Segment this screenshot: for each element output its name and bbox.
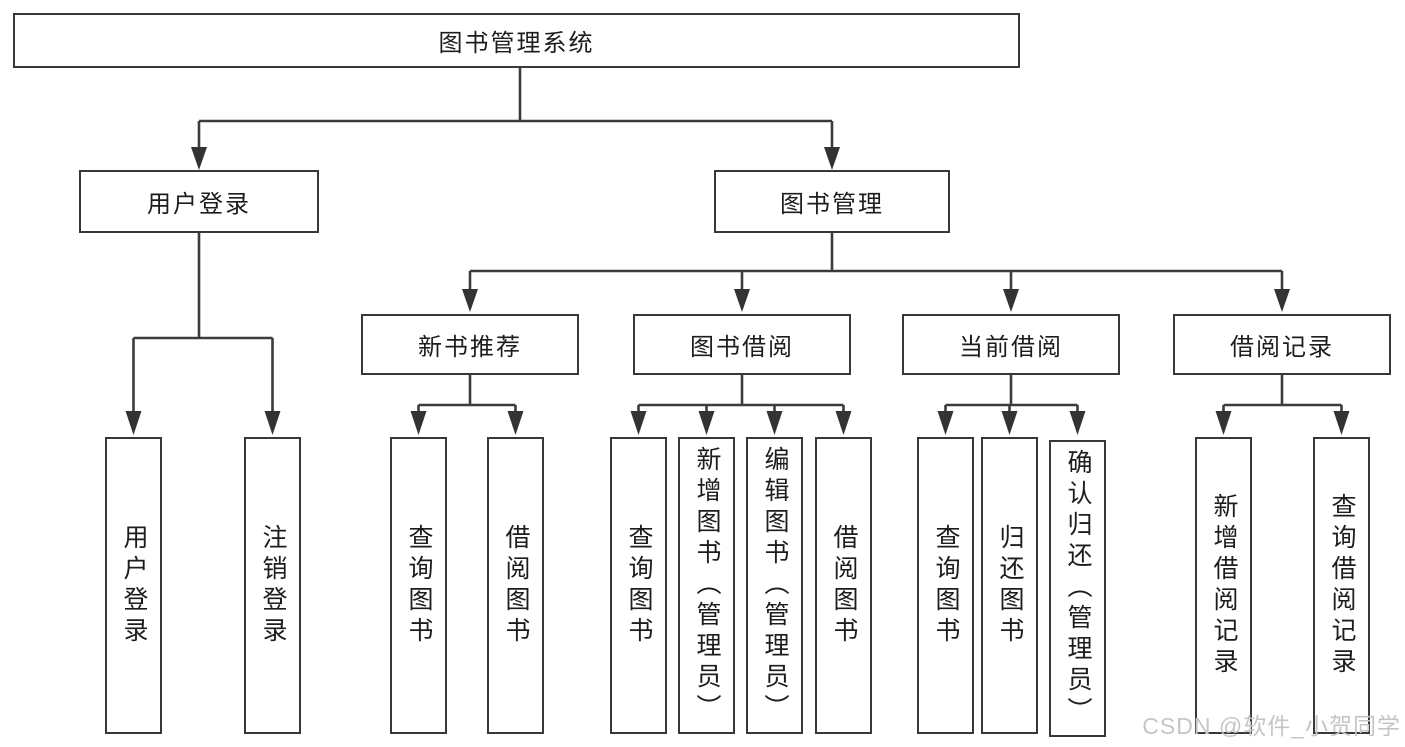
leaf-edit-books-admin: 编辑图书（管理员） <box>746 437 803 734</box>
node-user-login: 用户登录 <box>79 170 319 233</box>
leaf-borrow-books-1: 借阅图书 <box>487 437 544 734</box>
leaf-confirm-return-admin: 确认归还（管理员） <box>1049 440 1106 737</box>
leaf-query-books-2: 查询图书 <box>610 437 667 734</box>
node-root: 图书管理系统 <box>13 13 1020 68</box>
connector-borrow-to-leaves <box>630 375 852 435</box>
node-book-management: 图书管理 <box>714 170 950 233</box>
node-new-book-recommend: 新书推荐 <box>361 314 579 375</box>
leaf-return-books: 归还图书 <box>981 437 1038 734</box>
leaf-add-borrow-record: 新增借阅记录 <box>1195 437 1252 734</box>
leaf-logout: 注销登录 <box>244 437 301 734</box>
connector-recommend-to-leaves <box>410 375 524 435</box>
node-borrow-records: 借阅记录 <box>1173 314 1391 375</box>
leaf-query-books-3: 查询图书 <box>917 437 974 734</box>
connector-root-to-level2 <box>191 68 840 170</box>
leaf-borrow-books-2: 借阅图书 <box>815 437 872 734</box>
leaf-query-borrow-record: 查询借阅记录 <box>1313 437 1370 734</box>
connector-login-to-leaves <box>125 233 281 435</box>
node-book-borrow: 图书借阅 <box>633 314 851 375</box>
connector-records-to-leaves <box>1215 375 1350 435</box>
leaf-user-login: 用户登录 <box>105 437 162 734</box>
leaf-add-books-admin: 新增图书（管理员） <box>678 437 735 734</box>
connector-management-to-level3 <box>462 233 1290 312</box>
csdn-watermark: CSDN @软件_小贺同学 <box>1142 713 1401 739</box>
connector-current-to-leaves <box>937 375 1086 435</box>
node-current-borrow: 当前借阅 <box>902 314 1120 375</box>
leaf-query-books-1: 查询图书 <box>390 437 447 734</box>
